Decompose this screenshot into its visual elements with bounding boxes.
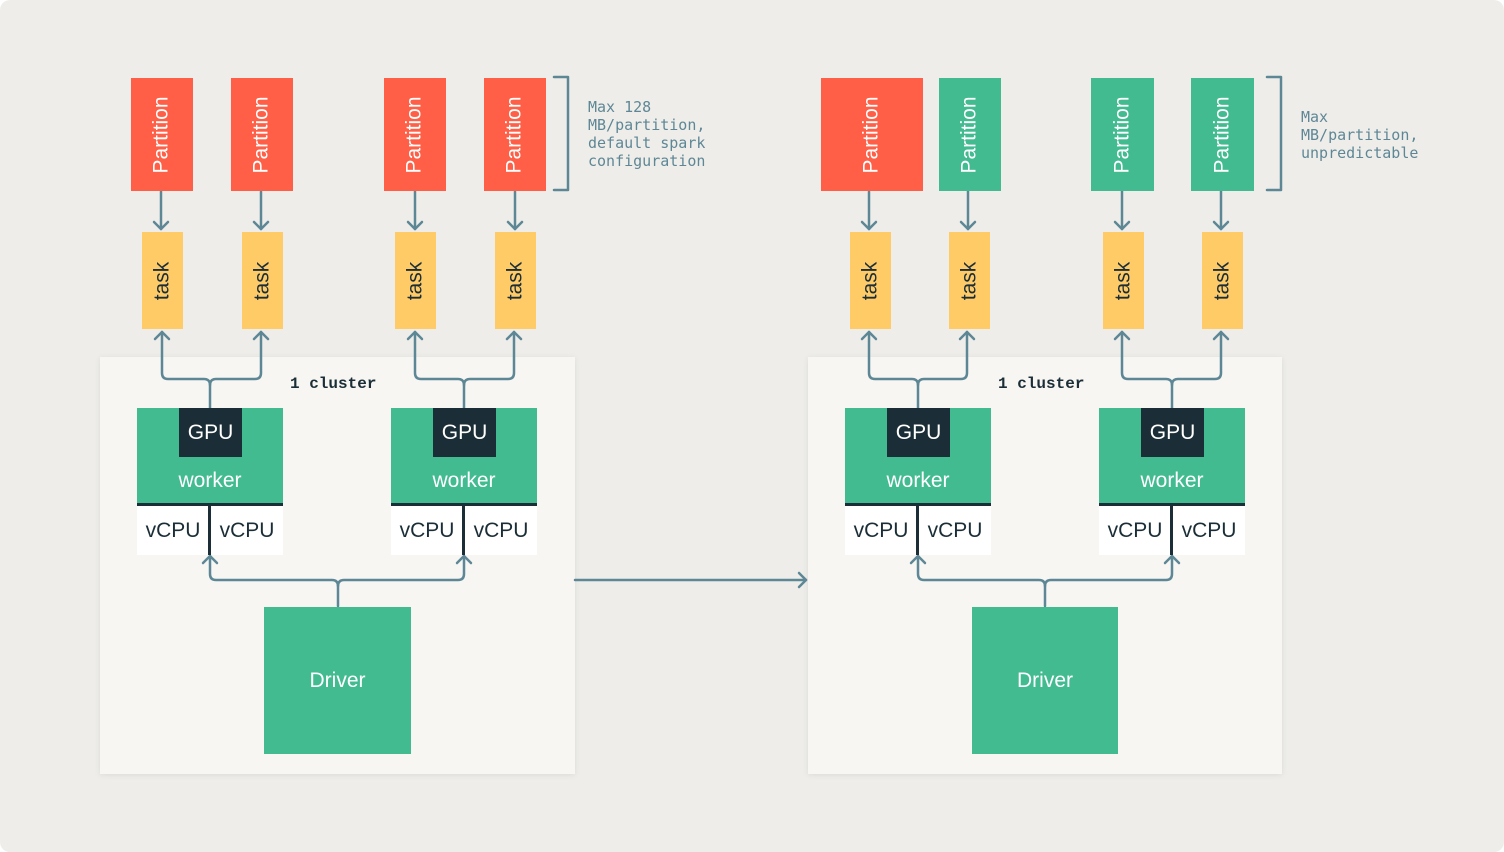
worker-divider: [391, 503, 537, 506]
task-label: task: [403, 261, 427, 300]
vcpu-cell: vCPU: [137, 506, 209, 555]
task-right-3: task: [1103, 232, 1144, 329]
partition-label: Partition: [503, 95, 527, 174]
partition-right-3: Partition: [1091, 78, 1154, 191]
arrow-transition: [573, 571, 808, 589]
task-label: task: [150, 261, 174, 300]
vcpu-cell: vCPU: [465, 506, 537, 555]
worker-label: worker: [178, 469, 242, 492]
cluster-label-left: 1 cluster: [290, 375, 377, 393]
vcpu-cell: vCPU: [919, 506, 991, 555]
vcpu-cell: vCPU: [845, 506, 917, 555]
driver-left: Driver: [264, 607, 411, 754]
worker-left-2: GPU worker: [391, 408, 537, 504]
note-left: Max 128 MB/partition, default spark conf…: [588, 98, 706, 170]
task-left-4: task: [495, 232, 536, 329]
note-right: Max MB/partition, unpredictable: [1301, 108, 1419, 162]
partition-label: Partition: [1210, 95, 1234, 174]
worker-label: worker: [432, 469, 496, 492]
task-label: task: [957, 261, 981, 300]
partition-left-4: Partition: [484, 78, 546, 191]
partition-label: Partition: [150, 95, 174, 174]
partition-label: Partition: [1110, 95, 1134, 174]
worker-right-1: GPU worker: [845, 408, 991, 504]
partition-label: Partition: [403, 95, 427, 174]
worker-divider: [845, 503, 991, 506]
vcpu-divider: [462, 506, 465, 555]
partition-label: Partition: [859, 95, 883, 174]
vcpu-cell: vCPU: [391, 506, 463, 555]
task-left-3: task: [395, 232, 436, 329]
worker-label: worker: [1140, 469, 1204, 492]
partition-right-2: Partition: [939, 78, 1001, 191]
partition-left-1: Partition: [131, 78, 193, 191]
task-label: task: [1111, 261, 1135, 300]
partition-left-3: Partition: [384, 78, 446, 191]
partition-label: Partition: [250, 95, 274, 174]
worker-right-2: GPU worker: [1099, 408, 1245, 504]
worker-left-1: GPU worker: [137, 408, 283, 504]
partition-left-2: Partition: [231, 78, 293, 191]
task-left-2: task: [242, 232, 283, 329]
arrow-worker-tasks-right: [860, 330, 1230, 410]
gpu-chip: GPU: [179, 408, 242, 457]
cluster-label-right: 1 cluster: [998, 375, 1085, 393]
bracket-left: [552, 75, 570, 192]
task-label: task: [1210, 261, 1234, 300]
vcpu-cell: vCPU: [211, 506, 283, 555]
partition-right-4: Partition: [1191, 78, 1254, 191]
arrow-worker-tasks-left: [153, 330, 523, 410]
arrow-partition-task-right: [860, 189, 1230, 231]
task-label: task: [250, 261, 274, 300]
partition-right-1: Partition: [821, 78, 923, 191]
vcpu-cell: vCPU: [1099, 506, 1171, 555]
gpu-chip: GPU: [433, 408, 496, 457]
vcpu-divider: [916, 506, 919, 555]
worker-divider: [1099, 503, 1245, 506]
vcpu-cell: vCPU: [1173, 506, 1245, 555]
worker-divider: [137, 503, 283, 506]
task-label: task: [503, 261, 527, 300]
arrow-partition-task-left: [152, 189, 524, 231]
task-right-1: task: [850, 232, 891, 329]
task-label: task: [858, 261, 882, 300]
bracket-right: [1265, 75, 1283, 192]
worker-label: worker: [886, 469, 950, 492]
driver-right: Driver: [972, 607, 1118, 754]
arrow-driver-workers-right: [909, 554, 1181, 608]
vcpu-divider: [208, 506, 211, 555]
task-right-2: task: [949, 232, 990, 329]
vcpu-divider: [1170, 506, 1173, 555]
gpu-chip: GPU: [1141, 408, 1204, 457]
gpu-chip: GPU: [887, 408, 950, 457]
task-right-4: task: [1202, 232, 1243, 329]
partition-label: Partition: [958, 95, 982, 174]
task-left-1: task: [142, 232, 183, 329]
arrow-driver-workers-left: [201, 554, 473, 608]
